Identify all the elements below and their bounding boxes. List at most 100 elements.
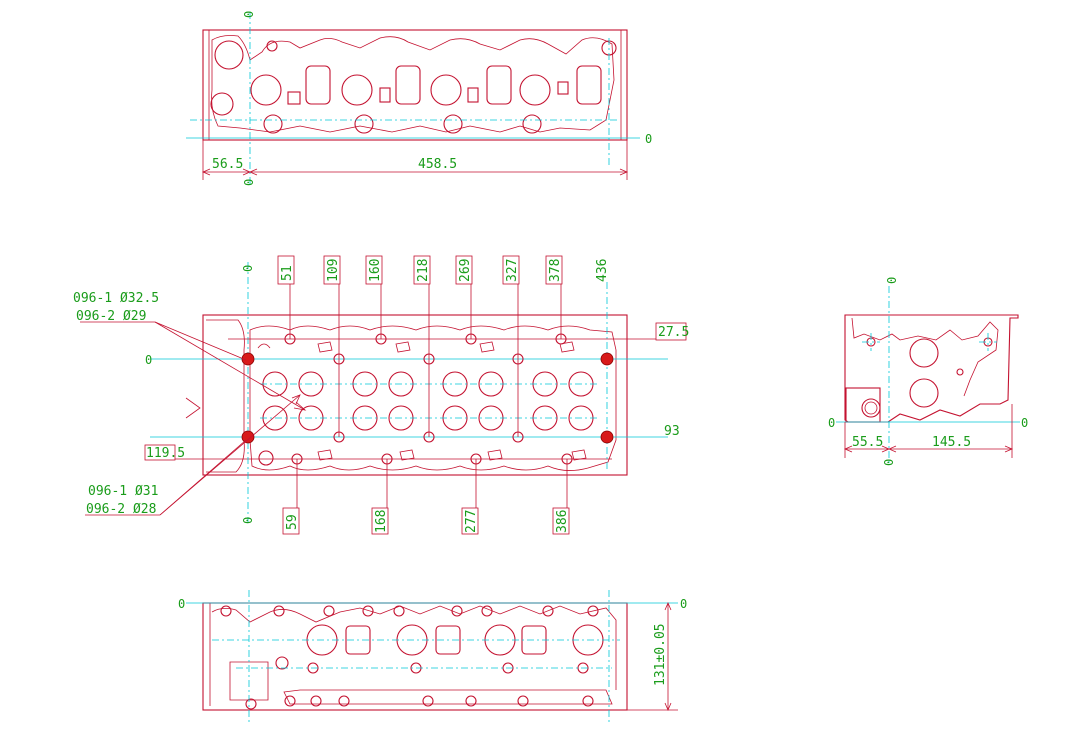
top-view-boss: [467, 87, 479, 103]
end-view-dim-left: 55.5: [852, 435, 883, 450]
bottom-view-bolt: [393, 605, 405, 617]
end-view-plug: [864, 401, 878, 415]
leader-arrow: [293, 401, 307, 411]
top-view-port: [305, 65, 331, 105]
bolt-label-160: 160: [365, 255, 383, 285]
bottom-view-dim-height: 131±0.05: [653, 623, 668, 686]
top-view-dim-total: 458.5: [418, 157, 457, 172]
top-view-port: [341, 74, 373, 106]
bottom-view-bolt: [542, 605, 554, 617]
bottom-view-bolt: [517, 695, 529, 707]
zero-label: 0: [885, 277, 899, 284]
top-view-port: [486, 65, 512, 105]
dimension-arrow: [1004, 445, 1014, 453]
top-view-boss: [557, 81, 569, 95]
dimension-arrow: [619, 168, 629, 176]
label-box: [655, 322, 687, 341]
zero-label: 0: [241, 265, 255, 272]
bolt-hole: [258, 450, 274, 466]
bolt-position-label: 51: [280, 265, 295, 281]
zero-label: 0: [145, 353, 152, 367]
top-view-casting-contour: [211, 35, 615, 133]
bottom-view-bolt: [275, 656, 289, 670]
top-view-bore: [214, 40, 244, 70]
bottom-view-bolt: [362, 605, 374, 617]
label-box: [365, 255, 383, 285]
end-view-contour: [851, 317, 999, 397]
label-box: [413, 255, 431, 285]
zero-label: 0: [680, 597, 687, 611]
bolt-position-label: 160: [368, 259, 383, 282]
bolt-position-label: 327: [505, 259, 520, 282]
bottom-view-bolt: [273, 605, 285, 617]
bolt-label-168: 168: [371, 507, 389, 535]
label-box: [277, 255, 295, 285]
dowel-marker: [241, 352, 255, 366]
top-view-port: [395, 65, 421, 105]
top-view-bore: [210, 92, 234, 116]
top-view-bore: [443, 114, 463, 134]
top-view-boss: [287, 91, 301, 105]
dowel-marker: [241, 430, 255, 444]
top-view-right-flange: [620, 29, 628, 141]
top-view-bore: [266, 40, 278, 52]
bottom-view-bolt: [338, 695, 350, 707]
dimension-arrow: [201, 168, 211, 176]
bottom-view-bolt: [220, 605, 232, 617]
top-view-left-flange: [202, 29, 210, 141]
top-view-dim-left: 56.5: [212, 157, 243, 172]
label-box: [455, 255, 473, 285]
bottom-view-bolt: [465, 695, 477, 707]
bolt-label-59: 59: [282, 507, 300, 535]
dowel-bottom-spec-1: 096-1 Ø31: [88, 484, 158, 499]
bottom-view-port: [345, 625, 371, 655]
top-view-port: [430, 74, 462, 106]
bolt-position-label: 109: [326, 259, 341, 282]
dowel-leader: [154, 321, 306, 411]
zero-label: 0: [242, 179, 256, 186]
bottom-view-outline: [202, 602, 628, 711]
bolt-label-436: 436: [595, 259, 610, 282]
plan-view-v-mark: [185, 397, 201, 419]
zero-label: 0: [242, 11, 256, 18]
top-view-port: [576, 65, 602, 105]
dowel-bottom-spec-2: 096-2 Ø28: [86, 502, 156, 517]
plan-view-oil-slots: [257, 341, 575, 353]
bottom-view: 131±0.05 0 0: [178, 590, 687, 722]
dimension-arrow: [248, 168, 258, 176]
plan-view-dim-right-mid: 93: [664, 424, 680, 439]
bolt-position-label: 218: [416, 259, 431, 282]
label-box: [144, 444, 176, 461]
end-view-dim-right: 145.5: [932, 435, 971, 450]
bottom-view-rail: [283, 689, 613, 705]
end-view-bore: [956, 368, 964, 376]
plan-view: 51 109 160 218 269 327 378 436: [73, 255, 689, 535]
top-view: 0 0 0 56.5 458.5: [186, 11, 652, 186]
dimension-arrow: [664, 702, 672, 712]
bottom-view-bolt: [245, 698, 257, 710]
plan-view-end-flange: [202, 315, 245, 473]
bolt-label-109: 109: [323, 255, 341, 285]
plan-view-dim-left-low: 119.5: [146, 446, 185, 461]
bolt-label-386: 386: [552, 507, 570, 535]
bottom-view-bolt: [587, 605, 599, 617]
dowel-top-spec-1: 096-1 Ø32.5: [73, 291, 159, 306]
zero-label: 0: [241, 517, 255, 524]
bolt-position-label: 436: [595, 259, 610, 282]
dowel-leader: [159, 439, 247, 516]
plan-view-dim-right-top: 27.5: [658, 325, 689, 340]
bolt-position-label: 378: [548, 259, 563, 282]
zero-label: 0: [178, 597, 185, 611]
top-view-bore: [522, 114, 542, 134]
bottom-view-bolt: [422, 695, 434, 707]
bolt-position-label: 59: [285, 514, 300, 530]
leader-arrow: [291, 394, 301, 405]
label-box: [282, 507, 300, 535]
top-view-bore: [263, 114, 283, 134]
dowel-leader: [154, 321, 247, 361]
zero-label: 0: [645, 132, 652, 146]
label-box: [371, 507, 389, 535]
plan-view-water-slots: [317, 449, 587, 461]
end-view-bore: [909, 338, 939, 368]
